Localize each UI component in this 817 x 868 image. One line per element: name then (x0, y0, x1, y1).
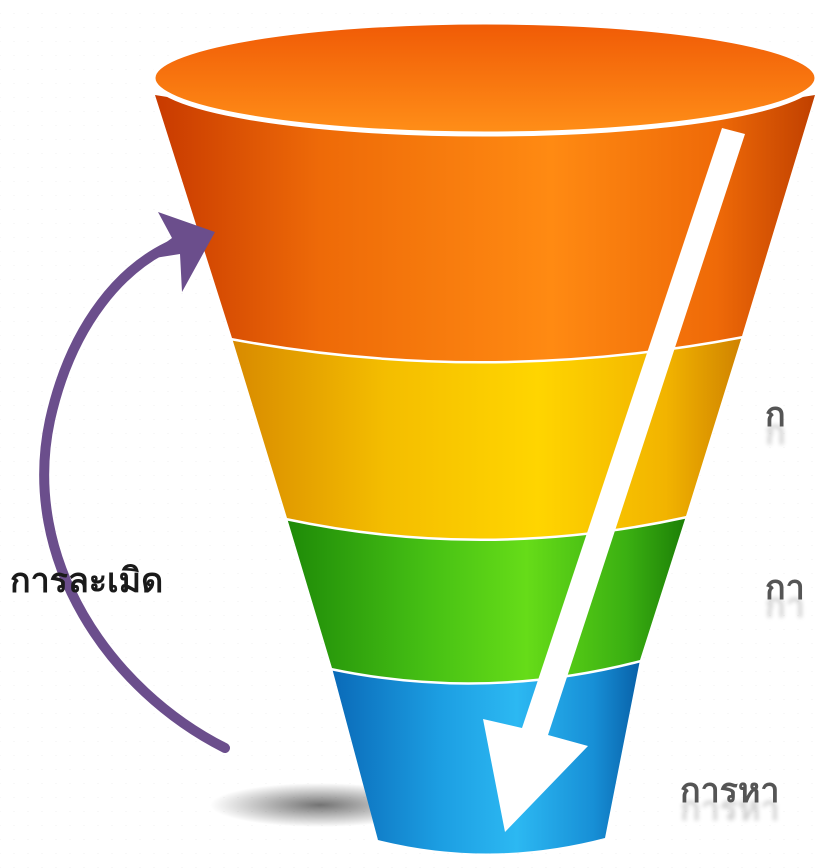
funnel-band-orange (155, 95, 815, 362)
funnel-top-rim (150, 19, 817, 137)
right-label-2: กา (765, 568, 805, 608)
right-label-1: ก (765, 395, 786, 435)
left-label: การละเมิด (10, 561, 164, 601)
right-label-3: การหา (680, 771, 780, 811)
white-down-arrow (483, 128, 745, 832)
funnel-band-blue (332, 660, 640, 854)
purple-curved-arrow (39, 233, 230, 753)
purple-arrow-head (142, 212, 215, 292)
